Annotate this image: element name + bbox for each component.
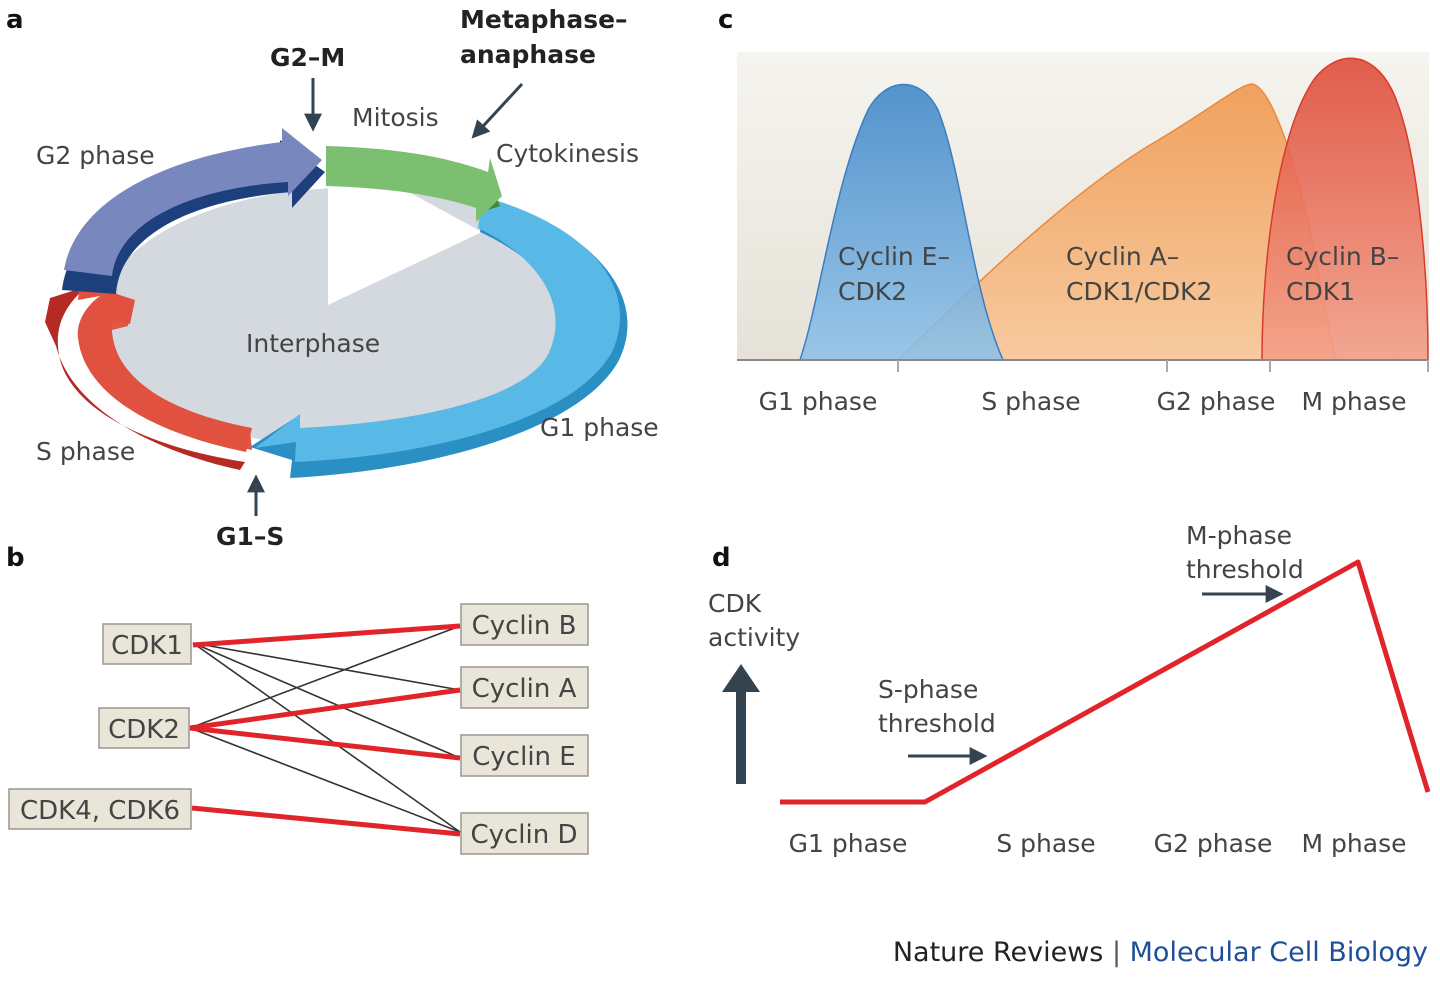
weak-connections: [189, 625, 461, 833]
g2-m-label: G2–M: [270, 43, 345, 72]
g1-s-label: G1–S: [216, 522, 284, 551]
s-threshold-label-2: threshold: [878, 709, 996, 738]
cyclin-b-label-1: Cyclin B–: [1286, 242, 1399, 271]
chart-c-ticks: [897, 360, 1429, 372]
metaphase-arrow: [471, 82, 524, 139]
interphase-label: Interphase: [246, 329, 380, 358]
svg-text:Cyclin A: Cyclin A: [472, 674, 577, 704]
cyclin-b-box: Cyclin B: [460, 603, 589, 646]
g1-phase-arrow: [250, 196, 628, 478]
cyclin-b-label-2: CDK1: [1286, 277, 1355, 306]
cyclin-d-box: Cyclin D: [460, 812, 589, 855]
cdk2-box: CDK2: [98, 707, 190, 749]
svg-text:Cyclin B: Cyclin B: [472, 611, 577, 641]
cyclin-e-box: Cyclin E: [460, 734, 589, 777]
g2-phase-arrow: [62, 128, 325, 294]
panel-letter-b: b: [6, 543, 25, 573]
cdk-activity-axis-arrow: [722, 664, 760, 784]
svg-text:Cyclin D: Cyclin D: [470, 820, 577, 850]
cyclin-b-curve: [1261, 57, 1429, 361]
strong-connections: [189, 623, 461, 837]
cdk-activity-line: [780, 559, 1431, 805]
metaphase-label-1: Metaphase–: [460, 5, 628, 34]
journal-name: Nature Reviews: [892, 937, 1104, 968]
g2-phase-label: G2 phase: [36, 141, 155, 170]
cyclin-e-label-2: CDK2: [838, 277, 907, 306]
cytokinesis-label: Cytokinesis: [496, 139, 639, 168]
cdk4-cdk6-box: CDK4, CDK6: [8, 788, 192, 830]
cyclin-a-label-1: Cyclin A–: [1066, 242, 1179, 271]
metaphase-label-2: anaphase: [460, 40, 596, 69]
credit-separator: |: [1103, 937, 1130, 968]
mitosis-label: Mitosis: [352, 103, 439, 132]
mitosis-arrow: [326, 146, 502, 222]
c-tick-g1: G1 phase: [759, 387, 878, 416]
panel-c: c Cyclin E– CDK2 Cyclin A– CDK1/CDK2 Cyc…: [718, 5, 1429, 416]
cyclin-a-box: Cyclin A: [460, 666, 589, 709]
panel-b: b CDK1 CDK2 CDK4, CDK6: [6, 543, 589, 855]
journal-credit: Nature Reviews | Molecular Cell Biology: [893, 937, 1428, 968]
s-phase-label: S phase: [36, 437, 135, 466]
svg-text:CDK4, CDK6: CDK4, CDK6: [20, 796, 180, 826]
journal-subject: Molecular Cell Biology: [1129, 937, 1428, 968]
panel-letter-c: c: [718, 5, 733, 35]
interphase-disk: [100, 188, 600, 448]
d-ylabel-1: CDK: [708, 589, 762, 618]
m-threshold-label-1: M-phase: [1186, 521, 1292, 550]
g1-phase-label: G1 phase: [540, 413, 659, 442]
c-tick-s: S phase: [981, 387, 1080, 416]
s-threshold-label-1: S-phase: [878, 675, 978, 704]
svg-text:CDK1: CDK1: [111, 631, 183, 661]
cyclin-e-label-1: Cyclin E–: [838, 242, 950, 271]
m-threshold-label-2: threshold: [1186, 555, 1304, 584]
d-ylabel-2: activity: [708, 623, 800, 652]
panel-letter-d: d: [712, 543, 731, 573]
c-tick-m: M phase: [1302, 387, 1407, 416]
panel-letter-a: a: [6, 5, 24, 35]
cyclin-e-curve: [798, 83, 1005, 361]
d-tick-g1: G1 phase: [789, 829, 908, 858]
cyclin-a-label-2: CDK1/CDK2: [1066, 277, 1212, 306]
s-phase-arrow: [45, 282, 252, 470]
c-tick-g2: G2 phase: [1157, 387, 1276, 416]
panel-d: d CDK activity S-phase threshold M-phase…: [708, 521, 1431, 858]
panel-a: a G2 phase Mitosis Cytokinesis: [6, 5, 659, 551]
svg-text:CDK2: CDK2: [108, 715, 180, 745]
svg-text:Cyclin E: Cyclin E: [472, 742, 575, 772]
d-tick-g2: G2 phase: [1154, 829, 1273, 858]
d-tick-m: M phase: [1302, 829, 1407, 858]
cdk1-box: CDK1: [102, 623, 192, 665]
d-tick-s: S phase: [996, 829, 1095, 858]
